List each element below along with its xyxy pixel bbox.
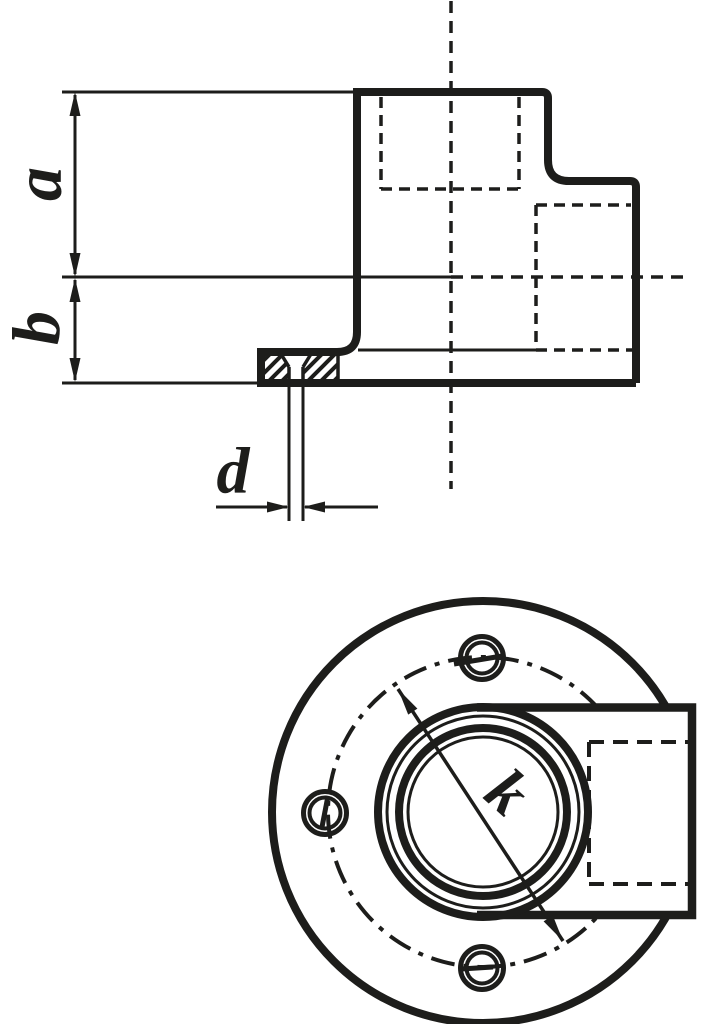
dim-label-d: d: [217, 435, 251, 508]
dim-d: d: [216, 385, 378, 521]
boss-rings: [374, 703, 592, 921]
side-section-view: a b d: [0, 1, 689, 521]
bore-ring: [395, 724, 571, 900]
screw-left-slot: [319, 795, 331, 828]
screw-left-inner: [307, 795, 343, 831]
countersink-edges: [279, 353, 340, 381]
dim-d-arrowhead-right: [267, 501, 289, 513]
dim-d-extension-lines: [287, 385, 305, 521]
outlet-bore-hidden: [587, 740, 693, 886]
dim-b-arrowhead-up: [69, 278, 81, 302]
dim-label-a: a: [0, 167, 76, 201]
dim-b-arrowhead-down: [69, 358, 81, 382]
screw-bottom: [458, 944, 506, 992]
flange-plate-outline: [257, 88, 636, 387]
bore-chamfer-ring: [406, 735, 560, 889]
dim-k-arrowhead-lower: [543, 915, 563, 941]
screw-bottom-slot: [460, 964, 494, 972]
dim-b: b: [0, 278, 81, 382]
dim-k-line: [396, 688, 565, 942]
screw-top-slot: [453, 653, 503, 667]
screw-left-head: [301, 789, 349, 837]
screw-left: [301, 789, 349, 837]
dim-k-arrowhead-upper: [398, 689, 418, 715]
front-view: k: [268, 597, 699, 1024]
screw-top: [453, 634, 506, 682]
hatch-section: [261, 353, 338, 380]
screw-bottom-head: [458, 944, 506, 992]
outlet-tube-outline: [477, 703, 697, 920]
hidden-top-socket-bore: [379, 97, 521, 191]
body-outline: [357, 88, 640, 383]
dim-d-arrowhead-left: [303, 501, 325, 513]
dim-label-b: b: [0, 311, 74, 345]
hidden-side-socket-bore: [534, 203, 633, 352]
screw-top-head: [458, 634, 506, 682]
dim-a-arrowhead-up: [69, 92, 81, 116]
boss-chamfer-ring: [385, 714, 581, 910]
dim-a-arrowhead-down: [69, 253, 81, 277]
dim-a: a: [0, 92, 81, 277]
boss-outer-ring: [374, 703, 592, 921]
